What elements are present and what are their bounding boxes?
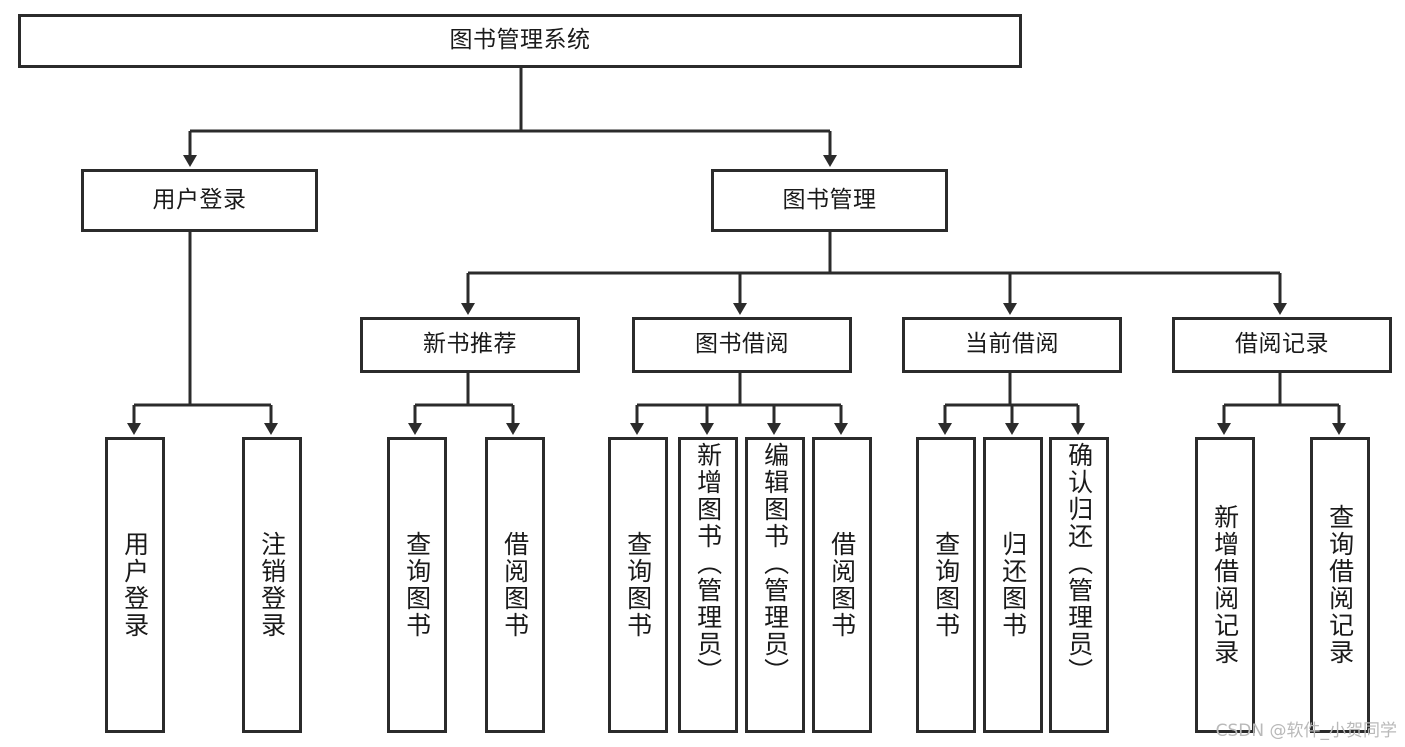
leaf-node: 归还图书 bbox=[983, 437, 1043, 733]
branch-node: 当前借阅 bbox=[902, 317, 1122, 373]
node-label: 借阅记录 bbox=[1235, 331, 1329, 358]
node-label: 查询图书 bbox=[623, 531, 653, 639]
node-label: 当前借阅 bbox=[965, 331, 1059, 358]
node-label: 图书管理系统 bbox=[449, 27, 591, 54]
branch-node: 图书管理 bbox=[711, 169, 948, 232]
leaf-node: 查询借阅记录 bbox=[1310, 437, 1370, 733]
leaf-node: 新增借阅记录 bbox=[1195, 437, 1255, 733]
node-label: 新书推荐 bbox=[423, 331, 517, 358]
leaf-node: 查询图书 bbox=[916, 437, 976, 733]
node-label: 查询借阅记录 bbox=[1325, 504, 1355, 666]
root-node: 图书管理系统 bbox=[18, 14, 1022, 68]
leaf-node: 查询图书 bbox=[387, 437, 447, 733]
node-label: 查询图书 bbox=[402, 531, 432, 639]
leaf-node: 查询图书 bbox=[608, 437, 668, 733]
leaf-node: 注销登录 bbox=[242, 437, 302, 733]
node-label: 图书借阅 bbox=[695, 331, 789, 358]
node-label: 查询图书 bbox=[931, 531, 961, 639]
node-label: 确认归还（管理员） bbox=[1064, 442, 1094, 685]
node-label: 图书管理 bbox=[782, 186, 877, 213]
node-label: 注销登录 bbox=[257, 531, 287, 639]
leaf-node: 编辑图书（管理员） bbox=[745, 437, 805, 733]
leaf-node: 确认归还（管理员） bbox=[1049, 437, 1109, 733]
node-label: 用户登录 bbox=[120, 531, 150, 639]
node-label: 新增图书（管理员） bbox=[693, 442, 723, 685]
branch-node: 借阅记录 bbox=[1172, 317, 1392, 373]
node-label: 借阅图书 bbox=[827, 531, 857, 639]
branch-node: 图书借阅 bbox=[632, 317, 852, 373]
node-label: 新增借阅记录 bbox=[1210, 504, 1240, 666]
leaf-node: 借阅图书 bbox=[485, 437, 545, 733]
branch-node: 新书推荐 bbox=[360, 317, 580, 373]
node-label: 编辑图书（管理员） bbox=[760, 442, 790, 685]
leaf-node: 用户登录 bbox=[105, 437, 165, 733]
leaf-node: 借阅图书 bbox=[812, 437, 872, 733]
node-label: 借阅图书 bbox=[500, 531, 530, 639]
leaf-node: 新增图书（管理员） bbox=[678, 437, 738, 733]
node-label: 用户登录 bbox=[152, 186, 247, 213]
branch-node: 用户登录 bbox=[81, 169, 318, 232]
node-label: 归还图书 bbox=[998, 531, 1028, 639]
